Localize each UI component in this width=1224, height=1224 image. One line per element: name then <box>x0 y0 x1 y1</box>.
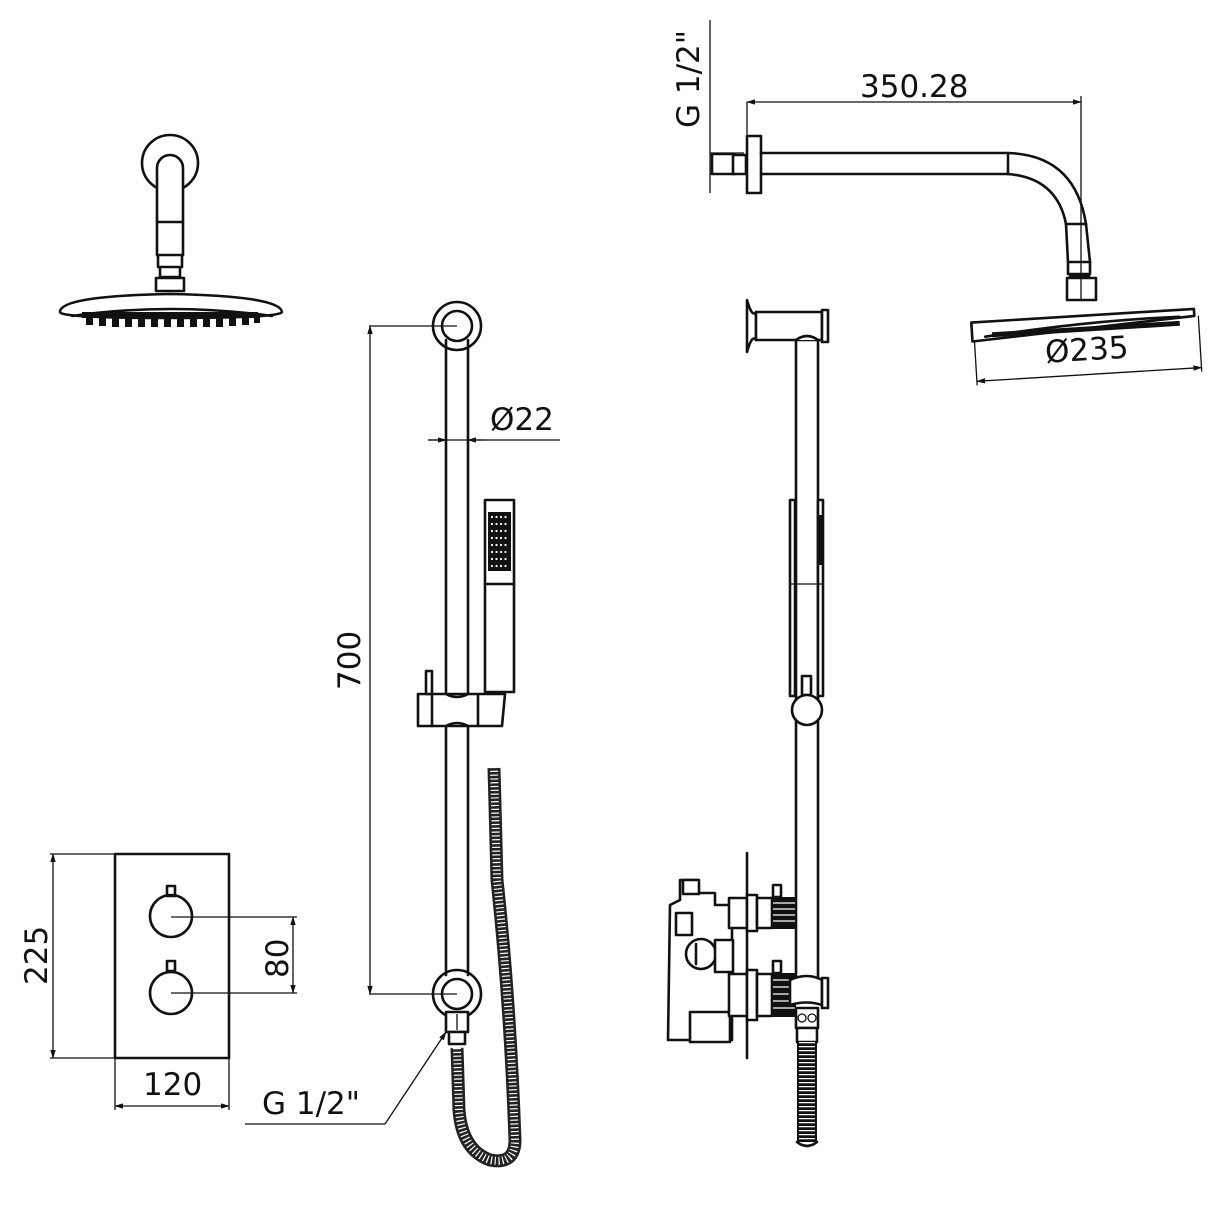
faceplate-width-label: 120 <box>143 1067 202 1103</box>
outlet-thread-label: G 1/2" <box>262 1086 360 1122</box>
inlet-thread-label: G 1/2" <box>671 30 707 128</box>
faceplate-height-label: 225 <box>19 926 55 985</box>
arm-length-label: 350.28 <box>860 69 968 105</box>
spray-nozzles <box>490 515 507 568</box>
rail-diameter-label: Ø22 <box>490 402 554 438</box>
control-spacing-label: 80 <box>260 939 296 978</box>
slide-rail-front-view: 700 Ø22 G 1/2" <box>245 300 560 1168</box>
wall-arm-side-view: G 1/2" 350.28 Ø235 <box>671 20 1203 386</box>
assembly-side-view <box>666 298 830 1148</box>
valve-faceplate-front-view: 80 225 120 <box>19 852 297 1110</box>
shower-head-front-view <box>58 133 284 327</box>
nozzle-row <box>82 312 260 327</box>
head-diameter-label: Ø235 <box>1044 330 1130 371</box>
rail-length-label: 700 <box>332 631 368 690</box>
